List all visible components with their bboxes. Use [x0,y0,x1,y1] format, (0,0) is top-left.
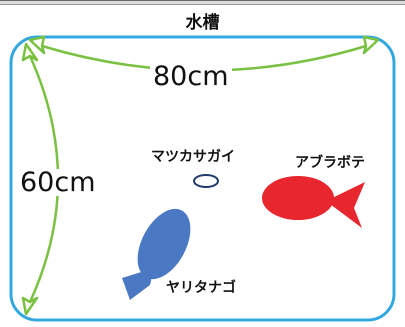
blue-fish-icon [122,208,191,300]
width-dimension-label: 80cm [150,63,232,90]
red-fish-label: アブラボテ [295,155,365,171]
red-fish-icon [262,176,365,228]
blue-fish-label: ヤリタナゴ [166,280,236,296]
tank-outline [9,35,396,322]
shell-label: マツカサガイ [151,149,235,165]
diagram-title: 水槽 [185,13,220,33]
shell-icon [193,174,219,188]
top-border-strip [0,0,405,5]
height-dimension-label: 60cm [17,169,99,196]
